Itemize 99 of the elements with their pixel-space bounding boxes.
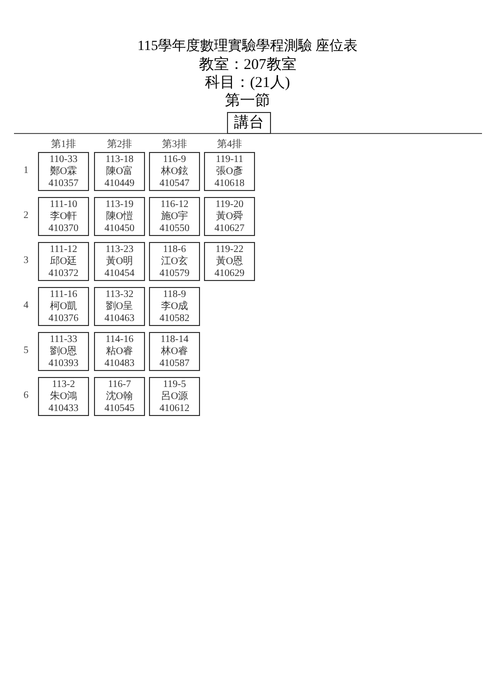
seat-text: 113-32: [106, 288, 134, 300]
seat-text: 118-14: [160, 334, 188, 346]
seat-text: 李O成: [160, 300, 188, 312]
seat-box: [149, 197, 200, 236]
seat-text: 黃O恩: [216, 256, 244, 268]
seat-text: 111-10: [50, 198, 78, 210]
seat-text: 410454: [104, 268, 134, 280]
seat-box: [94, 332, 145, 371]
seat-text: 410545: [104, 402, 134, 414]
row-number: 4: [22, 300, 30, 312]
seat-text: 410483: [104, 358, 134, 370]
seat-text: 116-9: [163, 154, 186, 166]
seat-text: 119-20: [216, 198, 244, 210]
seat-text: 410370: [48, 222, 78, 234]
seat-text: 119-5: [163, 378, 186, 390]
seat-text: 410433: [48, 402, 78, 414]
seat-text: 黃O舜: [216, 210, 244, 222]
seat-box: [94, 287, 145, 326]
seat-text: 李O軒: [50, 210, 78, 222]
seat-text: 劉O呈: [106, 300, 134, 312]
seat-text: 111-12: [50, 244, 78, 256]
seat-box: [94, 377, 145, 416]
seat-text: 113-19: [106, 198, 134, 210]
seat-text: 410450: [104, 222, 134, 234]
column-header: 第4排: [216, 139, 243, 151]
subtitle-text: 教室：207教室: [198, 56, 296, 74]
seat-text: 陳O愷: [106, 210, 134, 222]
seat-box: [149, 377, 200, 416]
seat-text: 114-16: [106, 334, 134, 346]
seat-text: 410547: [160, 178, 190, 190]
seat-box: [94, 152, 145, 191]
seat-text: 118-9: [163, 288, 186, 300]
seat-box: [38, 287, 89, 326]
seat-text: 林O鉉: [160, 166, 188, 178]
column-header: 第2排: [106, 139, 133, 151]
seat-text: 410587: [160, 358, 190, 370]
seat-box: [38, 197, 89, 236]
seat-box: [94, 242, 145, 281]
seat-text: 410393: [48, 358, 78, 370]
seat-text: 410372: [48, 268, 78, 280]
seat-text: 110-33: [50, 154, 78, 166]
seat-text: 116-7: [108, 378, 131, 390]
seat-text: 119-11: [216, 154, 244, 166]
row-number: 5: [22, 345, 30, 357]
seat-text: 410618: [214, 178, 244, 190]
seat-text: 410357: [48, 178, 78, 190]
seat-box: [38, 332, 89, 371]
seat-box: [149, 152, 200, 191]
seat-text: 邱O廷: [50, 256, 78, 268]
seat-text: 410463: [104, 312, 134, 324]
row-number: 6: [22, 390, 30, 402]
seat-text: 410612: [160, 402, 190, 414]
seat-box: [38, 242, 89, 281]
seat-text: 張O彥: [216, 166, 244, 178]
row-number: 1: [22, 165, 30, 177]
seat-box: [38, 152, 89, 191]
seat-text: 410579: [160, 268, 190, 280]
seat-text: 陳O富: [106, 166, 134, 178]
seat-box: [38, 377, 89, 416]
seat-text: 鄭O霖: [50, 166, 78, 178]
seat-text: 113-2: [52, 378, 75, 390]
seat-text: 111-33: [50, 334, 78, 346]
seat-text: 410376: [48, 312, 78, 324]
seat-text: 林O睿: [160, 346, 188, 358]
seat-text: 116-12: [160, 198, 188, 210]
seat-box: [94, 197, 145, 236]
seat-text: 劉O恩: [50, 346, 78, 358]
seat-box: [204, 197, 255, 236]
seat-text: 119-22: [216, 244, 244, 256]
row-number: 2: [22, 210, 30, 222]
seat-text: 118-6: [163, 244, 186, 256]
seat-box: [204, 242, 255, 281]
seat-text: 柯O凱: [50, 300, 78, 312]
seat-box: [204, 152, 255, 191]
seat-text: 江O玄: [160, 256, 188, 268]
seat-text: 410627: [214, 222, 244, 234]
seat-text: 410449: [104, 178, 134, 190]
seat-text: 113-18: [106, 154, 134, 166]
seat-text: 粘O睿: [106, 346, 134, 358]
seat-box: [149, 287, 200, 326]
seat-text: 410550: [160, 222, 190, 234]
seat-text: 410582: [160, 312, 190, 324]
seat-text: 沈O翰: [106, 390, 134, 402]
subtitle-text: 科目：(21人): [205, 74, 290, 92]
seat-text: 111-16: [50, 288, 78, 300]
seat-text: 黃O明: [106, 256, 134, 268]
seat-box: [149, 332, 200, 371]
subtitle-text: 第一節: [225, 92, 270, 110]
column-header: 第3排: [161, 139, 188, 151]
seat-box: [149, 242, 200, 281]
podium-box: 講台: [227, 112, 271, 134]
column-header: 第1排: [50, 139, 77, 151]
seat-text: 施O宇: [160, 210, 188, 222]
page-title: 115學年度數理實驗學程測驗 座位表: [138, 38, 358, 56]
seat-text: 113-23: [106, 244, 134, 256]
seat-text: 呂O源: [160, 390, 188, 402]
seat-text: 410629: [214, 268, 244, 280]
seat-text: 朱O鴻: [50, 390, 78, 402]
row-number: 3: [22, 255, 30, 267]
